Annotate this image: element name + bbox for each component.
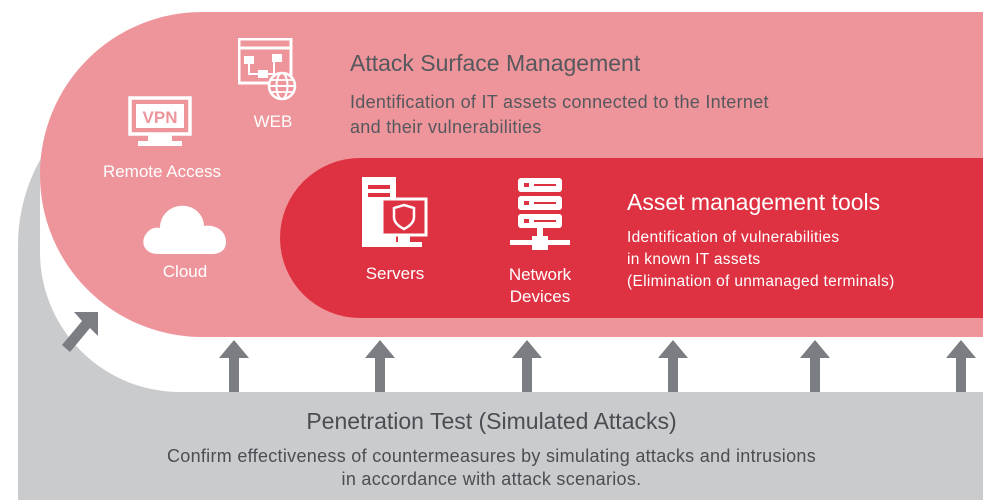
cloud-icon: [143, 205, 226, 254]
up-arrow-icon: [365, 340, 395, 392]
web-icon: [238, 38, 297, 101]
vpn-icon: VPN: [128, 96, 192, 146]
network-devices-line2: Devices: [509, 287, 571, 306]
web-label: WEB: [253, 112, 293, 131]
asm-desc-line2: and their vulnerabilities: [350, 117, 542, 137]
cloud-label: Cloud: [162, 262, 208, 281]
amt-desc-line2: in known IT assets: [627, 251, 761, 268]
up-arrow-icon: [219, 340, 249, 392]
remote-access-label: Remote Access: [102, 162, 222, 181]
amt-desc-line1: Identification of vulnerabilities: [627, 229, 840, 246]
amt-desc-line3: (Elimination of unmanaged terminals): [627, 273, 895, 290]
asset-management-tools-band: [280, 158, 983, 318]
server-icon: [362, 177, 428, 247]
asm-description: Identification of IT assets connected to…: [350, 90, 769, 140]
amt-title: Asset management tools: [627, 189, 881, 215]
diagonal-up-arrow-icon: [62, 312, 98, 352]
servers-label: Servers: [365, 264, 425, 283]
up-arrow-icon: [946, 340, 976, 392]
up-arrow-icon: [658, 340, 688, 392]
amt-description: Identification of vulnerabilities in kno…: [627, 227, 895, 293]
network-devices-line1: Network: [508, 265, 572, 284]
asm-title: Attack Surface Management: [350, 50, 641, 76]
vpn-badge-text: VPN: [143, 108, 178, 127]
asm-desc-line1: Identification of IT assets connected to…: [350, 92, 769, 112]
pentest-title: Penetration Test (Simulated Attacks): [306, 408, 677, 434]
pentest-description: Confirm effectiveness of countermeasures…: [0, 445, 983, 491]
network-devices-label: Network Devices: [492, 264, 588, 308]
pentest-desc-line2: in accordance with attack scenarios.: [341, 469, 642, 489]
up-arrow-icon: [512, 340, 542, 392]
network-device-icon: [510, 178, 570, 250]
up-arrow-icon: [800, 340, 830, 392]
pentest-desc-line1: Confirm effectiveness of countermeasures…: [166, 446, 817, 466]
